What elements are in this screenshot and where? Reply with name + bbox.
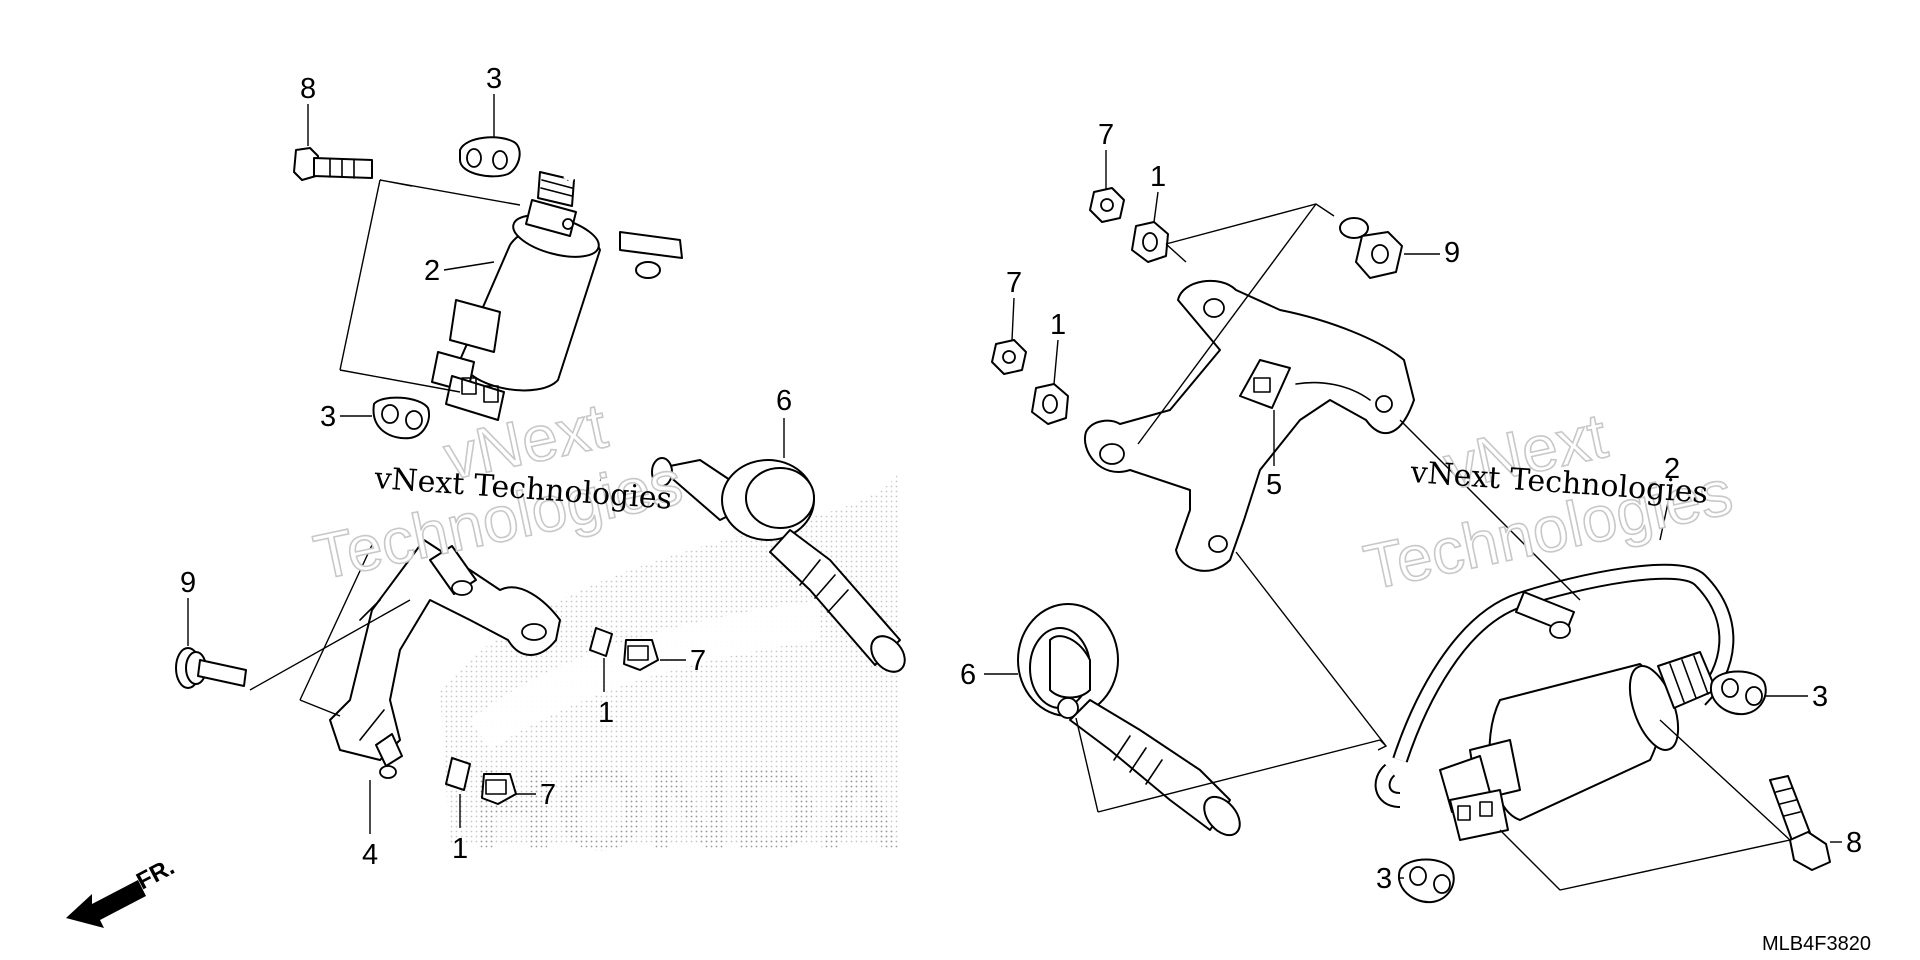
callout-4-left: 4 — [362, 839, 378, 871]
callout-1-right-b: 1 — [1050, 309, 1066, 341]
clip-3-right-a — [1709, 670, 1767, 716]
honda-watermark-text: HONDA — [470, 744, 903, 876]
callout-1-right-a: 1 — [1150, 161, 1166, 193]
callout-1-left-b: 1 — [452, 833, 468, 865]
plug-cap-6-right — [1017, 603, 1241, 837]
callout-9-left: 9 — [180, 567, 196, 599]
callout-3-right-a: 3 — [1812, 681, 1828, 713]
callout-5-right: 5 — [1266, 469, 1282, 501]
nut-7-left-a — [623, 639, 659, 671]
left-callouts: 8 3 2 3 6 9 4 1 7 1 7 — [180, 63, 792, 871]
left-assembly — [175, 100, 906, 805]
callout-1-left-a: 1 — [598, 697, 614, 729]
bolt-8-left — [293, 147, 373, 181]
callout-2-left: 2 — [424, 255, 440, 287]
callout-7-left-a: 7 — [690, 645, 706, 677]
bolt-8-right — [1769, 775, 1831, 871]
callout-3-left-bottom: 3 — [320, 401, 336, 433]
callout-3-right-b: 3 — [1376, 863, 1392, 895]
right-callouts: 7 1 9 7 1 5 2 6 3 3 8 — [960, 119, 1862, 895]
callout-8-right: 8 — [1846, 827, 1862, 859]
callout-7-right-a: 7 — [1098, 119, 1114, 151]
watermark-left: vNext Technologies vNext Technologies — [307, 388, 689, 594]
plug-cap-6-left — [651, 457, 906, 673]
nut-7-right-a — [1089, 187, 1125, 223]
clip-3-right-b — [1397, 858, 1455, 904]
front-arrow-icon — [66, 880, 146, 928]
washer-1-right-a — [1131, 221, 1169, 263]
plug-wire-right — [1374, 563, 1735, 808]
nut-7-right-b — [991, 339, 1027, 375]
clip-3-left-bottom — [372, 396, 430, 440]
plug-wire-left — [562, 100, 698, 485]
front-arrow: FR. — [66, 853, 179, 928]
washer-1-right-b — [1031, 383, 1069, 425]
bolt-9-left — [175, 647, 247, 689]
clip-3-left-top — [459, 136, 521, 178]
ignition-coil-2-right — [1439, 651, 1717, 841]
callout-6-right: 6 — [960, 659, 976, 691]
callout-7-right-b: 7 — [1006, 267, 1022, 299]
ignition-coil-2-left — [431, 171, 601, 421]
bracket-5-right — [1083, 279, 1415, 572]
callout-8-left: 8 — [300, 73, 316, 105]
diagram-code: MLB4F3820 — [1762, 933, 1871, 955]
grommet-1-left-a — [589, 627, 613, 657]
bracket-4-left — [329, 539, 561, 779]
callout-6-left: 6 — [776, 385, 792, 417]
callout-3-left-top: 3 — [486, 63, 502, 95]
callout-2-right: 2 — [1664, 453, 1680, 485]
callout-9-right: 9 — [1444, 237, 1460, 269]
grommet-1-left-b — [445, 757, 471, 791]
callout-7-left-b: 7 — [540, 779, 556, 811]
bolt-9-right — [1339, 217, 1403, 279]
right-assembly — [991, 187, 1831, 904]
nut-7-left-b — [481, 773, 517, 805]
